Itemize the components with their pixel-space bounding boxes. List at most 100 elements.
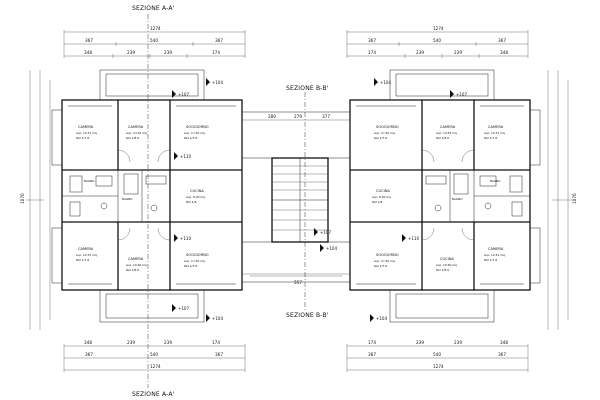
level-left-bay-top: +107 bbox=[178, 92, 189, 97]
dim-left-height: 1070 bbox=[20, 193, 25, 204]
room-ratio: RAI 1/8 bbox=[372, 200, 382, 204]
stair-core bbox=[241, 111, 351, 283]
dimension-chains-bottom bbox=[63, 344, 529, 372]
dim-right-height: 1070 bbox=[572, 193, 577, 204]
level-triangle-icon bbox=[174, 234, 178, 242]
dim-core-right: 377 bbox=[322, 114, 330, 119]
room-ratio: RAI 1/8.0 bbox=[436, 136, 449, 140]
section-b-bottom-label: SEZIONE B-B' bbox=[286, 312, 329, 319]
room-name: CAMERA bbox=[440, 125, 456, 129]
room-name: CAMERA bbox=[78, 125, 94, 129]
level-triangle-icon bbox=[320, 244, 324, 252]
level-triangle-icon bbox=[206, 78, 210, 86]
dim-left-r2-d: 174 bbox=[212, 50, 220, 55]
left-apartment-walls bbox=[51, 69, 243, 323]
room-ratio: RAI 1/7.8 bbox=[484, 136, 497, 140]
dim-right-r2-b: 239 bbox=[416, 50, 424, 55]
dim-rb-r2-a: 174 bbox=[368, 340, 376, 345]
level-left-bay-bot: +107 bbox=[178, 306, 189, 311]
room-name: BAGNO bbox=[452, 197, 463, 201]
room-name: BAGNO bbox=[122, 197, 133, 201]
level-triangle-icon bbox=[374, 78, 378, 86]
room-area: sup. 12.51 mq bbox=[484, 131, 505, 135]
room-name: CAMERA bbox=[78, 247, 94, 251]
room-name: SOGGIORNO bbox=[376, 253, 399, 257]
room-name: SOGGIORNO bbox=[376, 125, 399, 129]
level-triangle-icon bbox=[206, 314, 210, 322]
dim-right-r2-d: 348 bbox=[500, 50, 508, 55]
dim-core-left: 280 bbox=[268, 114, 276, 119]
level-triangle-icon bbox=[402, 234, 406, 242]
level-left-mid: +110 bbox=[180, 154, 191, 159]
dim-right-r2-c: 239 bbox=[454, 50, 462, 55]
dimension-chains-right-top bbox=[346, 30, 529, 58]
dim-lb-r1-a: 367 bbox=[85, 352, 93, 357]
section-a-top-label: SEZIONE A-A' bbox=[132, 5, 175, 12]
dim-rb-r2-d: 348 bbox=[500, 340, 508, 345]
level-left-top: +104 bbox=[212, 80, 223, 85]
room-ratio: RAI 1/8.0 bbox=[436, 268, 449, 272]
room-name: CAMERA bbox=[128, 257, 144, 261]
level-core-top: +104 bbox=[326, 246, 337, 251]
room-ratio: RAI 1/7.8 bbox=[184, 264, 197, 268]
room-ratio: RAI 1/7.8 bbox=[374, 136, 387, 140]
room-name: BAGNO bbox=[490, 179, 501, 183]
dim-rb-r1-c: 367 bbox=[498, 352, 506, 357]
room-ratio: RAI 1/8.0 bbox=[126, 136, 139, 140]
room-ratio: RAI 1/7.8 bbox=[484, 258, 497, 262]
room-name: CUCINA bbox=[440, 257, 454, 261]
level-markers bbox=[172, 78, 454, 322]
room-area: sup. 10.60 mq bbox=[436, 263, 457, 267]
dim-left-r1-a: 367 bbox=[85, 38, 93, 43]
room-ratio: RAI 1/7.8 bbox=[76, 258, 89, 262]
dim-left-r2-b: 239 bbox=[127, 50, 135, 55]
room-name: CAMERA bbox=[488, 125, 504, 129]
level-triangle-icon bbox=[174, 152, 178, 160]
dim-rb-r1-b: 540 bbox=[433, 352, 441, 357]
dim-right-r2-a: 174 bbox=[368, 50, 376, 55]
level-right-bay-top: +107 bbox=[456, 92, 467, 97]
room-name: CAMERA bbox=[488, 247, 504, 251]
room-area: sup. 17.50 mq bbox=[184, 259, 205, 263]
section-b-top-label: SEZIONE B-B' bbox=[286, 85, 329, 92]
dim-right-r1-c: 367 bbox=[498, 38, 506, 43]
room-name: CUCINA bbox=[376, 189, 390, 193]
level-triangle-icon bbox=[314, 228, 318, 236]
dim-core-bottom: 557 bbox=[294, 280, 302, 285]
dim-rb-total: 1274 bbox=[433, 364, 444, 369]
room-name: BAGNO bbox=[84, 179, 95, 183]
dim-right-r1-b: 540 bbox=[433, 38, 441, 43]
dim-lb-r2-d: 174 bbox=[212, 340, 220, 345]
room-ratio: RAI 1/8.0 bbox=[126, 268, 139, 272]
level-right-top: +104 bbox=[380, 80, 391, 85]
dimension-chains-left-top bbox=[63, 30, 246, 58]
room-name: CAMERA bbox=[128, 125, 144, 129]
level-right-bottom: +104 bbox=[376, 316, 387, 321]
room-area: sup. 17.50 mq bbox=[184, 131, 205, 135]
level-triangle-icon bbox=[172, 90, 176, 98]
room-area: sup. 17.50 mq bbox=[374, 259, 395, 263]
section-a-bottom-label: SEZIONE A-A' bbox=[132, 391, 175, 398]
room-area: sup. 8.00 mq bbox=[372, 195, 391, 199]
dim-left-total: 1274 bbox=[150, 26, 161, 31]
right-apartment-walls bbox=[349, 69, 541, 323]
room-area: sup. 12.51 mq bbox=[76, 131, 97, 135]
room-area: sup. 10.60 mq bbox=[126, 263, 147, 267]
room-area: sup. 17.50 mq bbox=[374, 131, 395, 135]
section-lines bbox=[147, 14, 306, 388]
level-right-mid: +110 bbox=[408, 236, 419, 241]
room-ratio: RAI 1/7.8 bbox=[374, 264, 387, 268]
level-triangle-icon bbox=[450, 90, 454, 98]
dim-rb-r2-c: 239 bbox=[454, 340, 462, 345]
room-labels-left: CAMERA sup. 12.51 mq RAI 1/7.8 CAMERA su… bbox=[76, 125, 209, 272]
dimension-chains-side bbox=[26, 70, 572, 330]
room-name: SOGGIORNO bbox=[186, 253, 209, 257]
dim-left-r1-c: 367 bbox=[215, 38, 223, 43]
dim-left-r2-c: 239 bbox=[164, 50, 172, 55]
room-area: sup. 14.63 mq bbox=[126, 131, 147, 135]
dim-left-r2-a: 348 bbox=[84, 50, 92, 55]
room-name: SOGGIORNO bbox=[186, 125, 209, 129]
room-area: sup. 12.51 mq bbox=[76, 253, 97, 257]
level-left-bottom: +104 bbox=[212, 316, 223, 321]
